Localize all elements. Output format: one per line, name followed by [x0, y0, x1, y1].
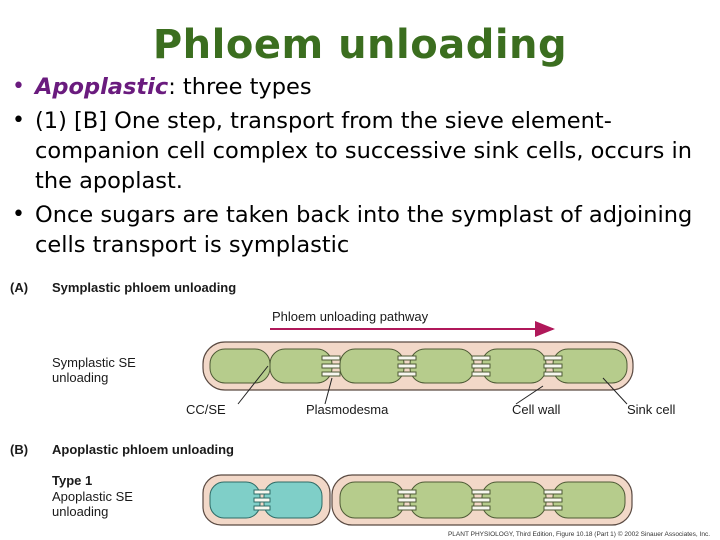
bullet-dot-icon: •: [12, 202, 25, 227]
bullet-item-3: • Once sugars are taken back into the sy…: [8, 200, 712, 260]
row-b-label-1: Apoplastic SE: [52, 489, 133, 504]
sink-cell: [409, 481, 475, 519]
slide-title: Phloem unloading: [152, 22, 568, 68]
bullet-item-1: • Apoplastic: three types: [8, 72, 712, 102]
sink-cell: [339, 481, 405, 519]
callout-cc-se: CC/SE: [186, 402, 226, 417]
callout-lines: [237, 365, 628, 405]
plasmodesmata: [253, 489, 271, 511]
callout-sink-cell: Sink cell: [627, 402, 676, 417]
cc-se-cell: [209, 348, 271, 384]
bullet-text: Once sugars are taken back into the symp…: [35, 202, 693, 258]
panel-b-heading: Apoplastic phloem unloading: [52, 442, 234, 457]
sink-cell: [481, 348, 547, 384]
apoplastic-term: Apoplastic: [35, 74, 169, 100]
row-a-label-2: unloading: [52, 370, 108, 385]
type-label: Type 1: [52, 473, 92, 488]
bullet-text: (1) [B] One step, transport from the sie…: [35, 108, 693, 194]
figure-credit: PLANT PHYSIOLOGY, Third Edition, Figure …: [447, 531, 710, 538]
callout-plasmodesma: Plasmodesma: [306, 402, 389, 417]
sink-cell: [552, 481, 626, 519]
sink-cell: [552, 348, 628, 384]
bullet-text: : three types: [168, 74, 312, 100]
bullet-dot-icon: •: [12, 74, 25, 99]
pathway-label: Phloem unloading pathway: [272, 309, 429, 324]
row-b-label-2: unloading: [52, 504, 108, 519]
row-a-label-1: Symplastic SE: [52, 355, 136, 370]
plasmodesmata: [397, 489, 563, 511]
bullet-list: • Apoplastic: three types • (1) [B] One …: [8, 72, 712, 264]
phloem-unloading-figure: (A) Symplastic phloem unloading Phloem u…: [10, 280, 676, 526]
plasmodesmata: [321, 355, 563, 377]
panel-a-letter: (A): [10, 280, 28, 295]
panel-a-heading: Symplastic phloem unloading: [52, 280, 236, 295]
sink-cell: [481, 481, 547, 519]
callout-cell-wall: Cell wall: [512, 402, 561, 417]
panel-b-letter: (B): [10, 442, 28, 457]
sieve-element-cell: [263, 481, 323, 519]
bullet-item-2: • (1) [B] One step, transport from the s…: [8, 106, 712, 196]
companion-cell: [209, 481, 261, 519]
sink-cell: [339, 348, 405, 384]
sink-cell: [409, 348, 475, 384]
bullet-dot-icon: •: [12, 108, 25, 133]
